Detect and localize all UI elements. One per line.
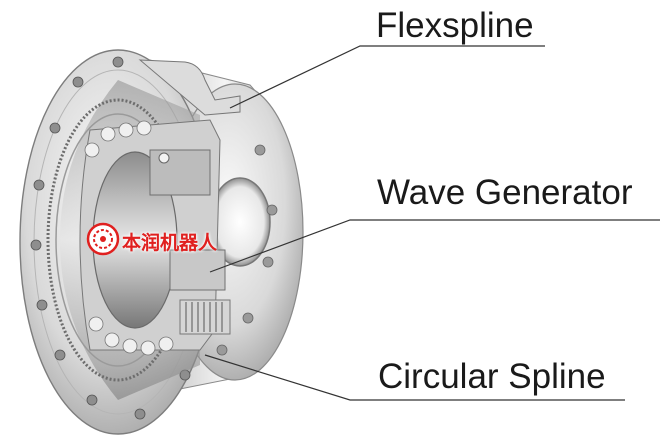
label-circular-spline: Circular Spline [378,357,606,396]
label-wave-generator: Wave Generator [377,173,633,212]
flange-bolt-holes [30,56,191,420]
label-flexspline: Flexspline [376,6,534,45]
leader-line-wave-generator [209,219,660,273]
watermark-text: 本润机器人 [122,232,218,254]
leader-line-flexspline [229,45,545,109]
leader-line-circular-spline [204,354,625,401]
leader-lines [204,45,660,401]
flexspline-cup [138,59,241,335]
watermark-logo [86,222,120,256]
bearing-balls [84,120,174,356]
wave-generator-body [79,119,226,356]
